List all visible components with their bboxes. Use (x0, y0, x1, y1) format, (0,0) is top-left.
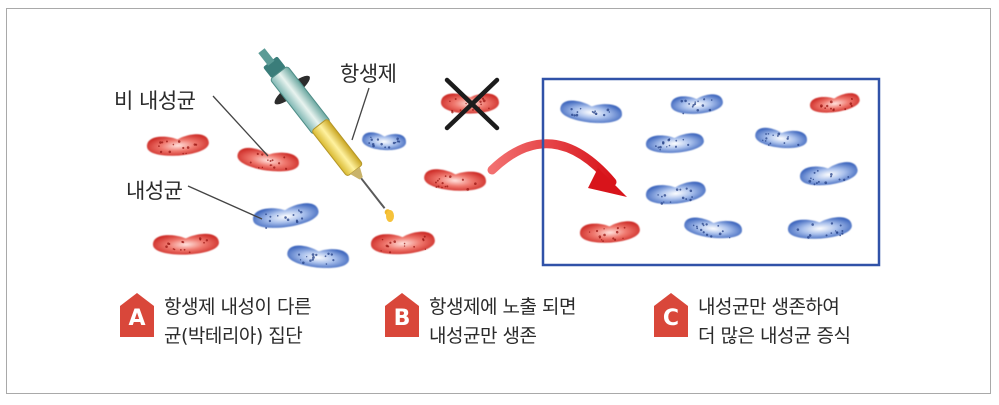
blue-bacterium-icon (646, 181, 706, 205)
arrow-icon (487, 139, 617, 187)
blue-bacterium-icon (253, 203, 319, 229)
step-a-line2: 균(박테리아) 집단 (164, 325, 303, 347)
leader-line-resistant (187, 185, 263, 220)
figure-frame (6, 8, 991, 394)
badge-a-letter: A (128, 306, 146, 331)
red-bacterium-icon (579, 221, 640, 243)
cross-mark-icon (444, 77, 500, 131)
badge-b-icon: B (385, 293, 419, 337)
blue-bacterium-icon (560, 100, 622, 124)
blue-bacterium-icon (800, 162, 858, 186)
red-bacterium-icon (424, 169, 487, 191)
blue-bacterium-icon (787, 217, 852, 239)
step-c: C 내성균만 생존하여 더 많은 내성균 증식 (654, 293, 851, 351)
syringe-icon (258, 48, 391, 216)
step-a: A 항생제 내성이 다른 균(박테리아) 집단 (120, 293, 311, 351)
result-box (541, 77, 881, 267)
red-bacterium-icon (152, 233, 219, 255)
red-bacterium-icon (810, 93, 860, 113)
step-b: B 항생제에 노출 되면 내성균만 생존 (385, 293, 576, 351)
step-c-line1: 내성균만 생존하여 (698, 296, 840, 318)
badge-c-icon: C (654, 293, 688, 337)
badge-b-letter: B (393, 306, 411, 331)
step-b-line2: 내성균만 생존 (429, 325, 537, 347)
arrow-head-icon (588, 168, 627, 197)
blue-bacterium-icon (755, 127, 807, 149)
red-bacterium-icon (146, 134, 209, 156)
label-resistant: 내성균 (126, 179, 183, 203)
label-non-resistant: 비 내성균 (114, 89, 196, 113)
step-c-line2: 더 많은 내성균 증식 (698, 325, 851, 347)
badge-c-letter: C (662, 306, 680, 331)
blue-bacterium-icon (670, 94, 723, 115)
label-antibiotic: 항생제 (340, 62, 397, 86)
blue-bacterium-icon (684, 217, 742, 239)
leader-line-antibiotic (351, 87, 370, 141)
blue-bacterium-icon (287, 245, 349, 269)
blue-bacterium-icon (362, 132, 407, 151)
bacteria-group (146, 93, 860, 269)
red-bacterium-icon (370, 231, 435, 255)
red-bacterium-icon (237, 147, 299, 172)
badge-a-icon: A (120, 293, 154, 337)
blue-bacterium-icon (645, 133, 704, 153)
step-b-line1: 항생제에 노출 되면 (429, 296, 576, 318)
step-a-line1: 항생제 내성이 다른 (164, 296, 311, 318)
leader-line-non-resistant (212, 95, 269, 157)
drop-icon (386, 210, 394, 222)
